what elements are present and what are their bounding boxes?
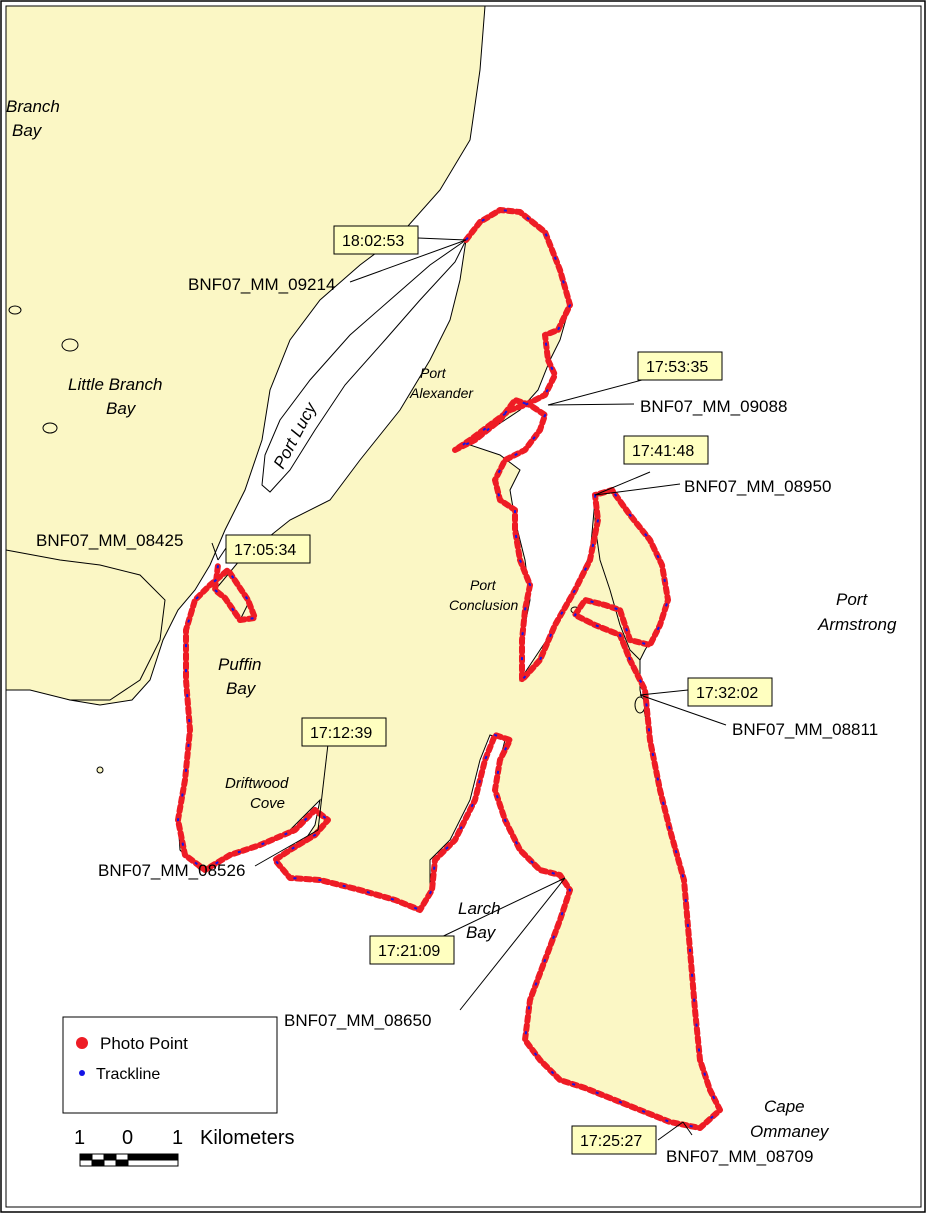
photo-id-08526: BNF07_MM_08526	[98, 861, 245, 880]
trackline-route	[175, 207, 723, 1131]
label-driftwood-1: Driftwood	[225, 775, 289, 792]
label-larch-1: Larch	[458, 899, 501, 918]
islets	[8, 305, 646, 774]
scale-tick-0: 0	[122, 1127, 133, 1149]
photo-id-08811: BNF07_MM_08811	[732, 720, 878, 739]
label-port-conclusion-2: Conclusion	[449, 597, 518, 613]
svg-text:17:21:09: 17:21:09	[378, 943, 440, 960]
scale-bar-graphic	[79, 1153, 179, 1167]
label-branch-bay-2: Bay	[12, 121, 43, 140]
photo-id-08950: BNF07_MM_08950	[684, 477, 831, 496]
callout-17-41-48: 17:41:48	[623, 435, 709, 465]
label-larch-2: Bay	[466, 923, 497, 942]
photo-id-08709: BNF07_MM_08709	[666, 1147, 813, 1166]
label-cape-2: Ommaney	[750, 1122, 830, 1141]
photo-id-09214: BNF07_MM_09214	[188, 275, 335, 294]
photo-id-08425: BNF07_MM_08425	[36, 531, 183, 550]
scale-bar: 1 0 1 Kilometers	[74, 1127, 294, 1167]
label-port-armstrong-1: Port	[836, 590, 868, 609]
label-port-alexander-2: Alexander	[409, 385, 474, 401]
label-little-branch-2: Bay	[106, 399, 137, 418]
label-puffin-2: Bay	[226, 679, 257, 698]
scale-units: Kilometers	[200, 1127, 294, 1149]
photo-id-08650: BNF07_MM_08650	[284, 1011, 431, 1030]
label-driftwood-2: Cove	[250, 795, 285, 812]
legend-trackline: Trackline	[96, 1066, 160, 1083]
legend-photo-point: Photo Point	[100, 1034, 188, 1053]
photo-id-09088: BNF07_MM_09088	[640, 397, 787, 416]
photo-point-swatch	[76, 1037, 88, 1049]
callout-18-02-53: 18:02:53	[333, 225, 419, 255]
map-legend: Photo Point Trackline	[62, 1016, 278, 1114]
callout-17-25-27: 17:25:27	[571, 1125, 657, 1155]
trackline-swatch	[79, 1070, 85, 1076]
callout-17-21-09: 17:21:09	[369, 935, 455, 965]
label-branch-bay-1: Branch	[6, 97, 60, 116]
callout-17-12-39: 17:12:39	[301, 717, 387, 747]
label-puffin-1: Puffin	[218, 655, 261, 674]
callout-17-53-35: 17:53:35	[637, 351, 723, 381]
label-port-conclusion-1: Port	[470, 577, 497, 593]
svg-text:17:25:27: 17:25:27	[580, 1133, 642, 1150]
label-port-armstrong-2: Armstrong	[817, 615, 897, 634]
port-lucy-inlet	[261, 239, 467, 493]
label-port-alexander-1: Port	[420, 365, 447, 381]
svg-text:17:12:39: 17:12:39	[310, 725, 372, 742]
svg-text:17:53:35: 17:53:35	[646, 359, 708, 376]
land-west	[5, 5, 486, 706]
photo-id-labels: BNF07_MM_09214 BNF07_MM_09088 BNF07_MM_0…	[36, 275, 878, 1166]
label-little-branch-1: Little Branch	[68, 375, 163, 394]
scale-tick-1: 1	[74, 1127, 85, 1149]
callout-17-32-02: 17:32:02	[687, 677, 773, 707]
timestamp-callouts: 18:02:53 17:53:35 17:41:48 17:05:34 17:3…	[225, 225, 773, 1155]
svg-text:17:05:34: 17:05:34	[234, 542, 296, 559]
svg-text:17:32:02: 17:32:02	[696, 685, 758, 702]
land-west-lobe	[5, 549, 166, 701]
svg-text:18:02:53: 18:02:53	[342, 233, 404, 250]
callout-17-05-34: 17:05:34	[225, 534, 311, 564]
label-cape-1: Cape	[764, 1097, 805, 1116]
svg-text:17:41:48: 17:41:48	[632, 443, 694, 460]
scale-tick-2: 1	[172, 1127, 183, 1149]
